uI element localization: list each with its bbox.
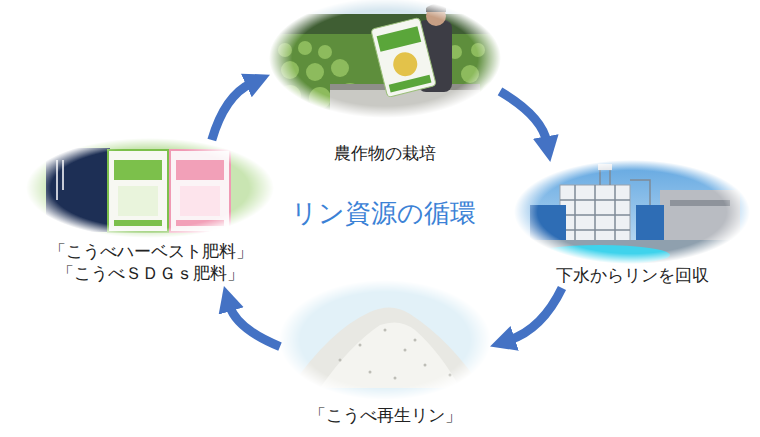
step-caption: 「こうべ再生リン」 [280, 404, 490, 426]
photo-step-node: 農作物の栽培 [270, 0, 500, 166]
phosphorus-powder-photo [276, 278, 494, 402]
step-caption: 農作物の栽培 [270, 142, 500, 164]
cycle-arrow [212, 83, 252, 140]
step-caption: 「こうべＳＤＧｓ肥料」 [28, 262, 273, 284]
photo-area [280, 280, 490, 404]
treatment-plant-photo [512, 158, 754, 270]
photo-area [515, 162, 750, 264]
fertilizer-bags-photo [24, 136, 278, 240]
photo-step-node: 下水からリンを回収 [515, 162, 750, 288]
photo-step-node: 「こうべ再生リン」 [280, 280, 490, 428]
cycle-arrow [509, 288, 562, 340]
diagram-title: リン資源の循環 [291, 197, 476, 229]
photo-area [28, 140, 273, 240]
photo-area [270, 0, 500, 142]
cycle-arrow [230, 305, 281, 346]
step-caption: 「こうべハーベスト肥料」 [28, 240, 273, 262]
cycle-arrow [500, 91, 547, 142]
step-caption: 下水からリンを回収 [515, 264, 750, 286]
farm-photo [268, 0, 504, 120]
photo-step-node: 「こうべハーベスト肥料」「こうべＳＤＧｓ肥料」 [28, 140, 273, 286]
